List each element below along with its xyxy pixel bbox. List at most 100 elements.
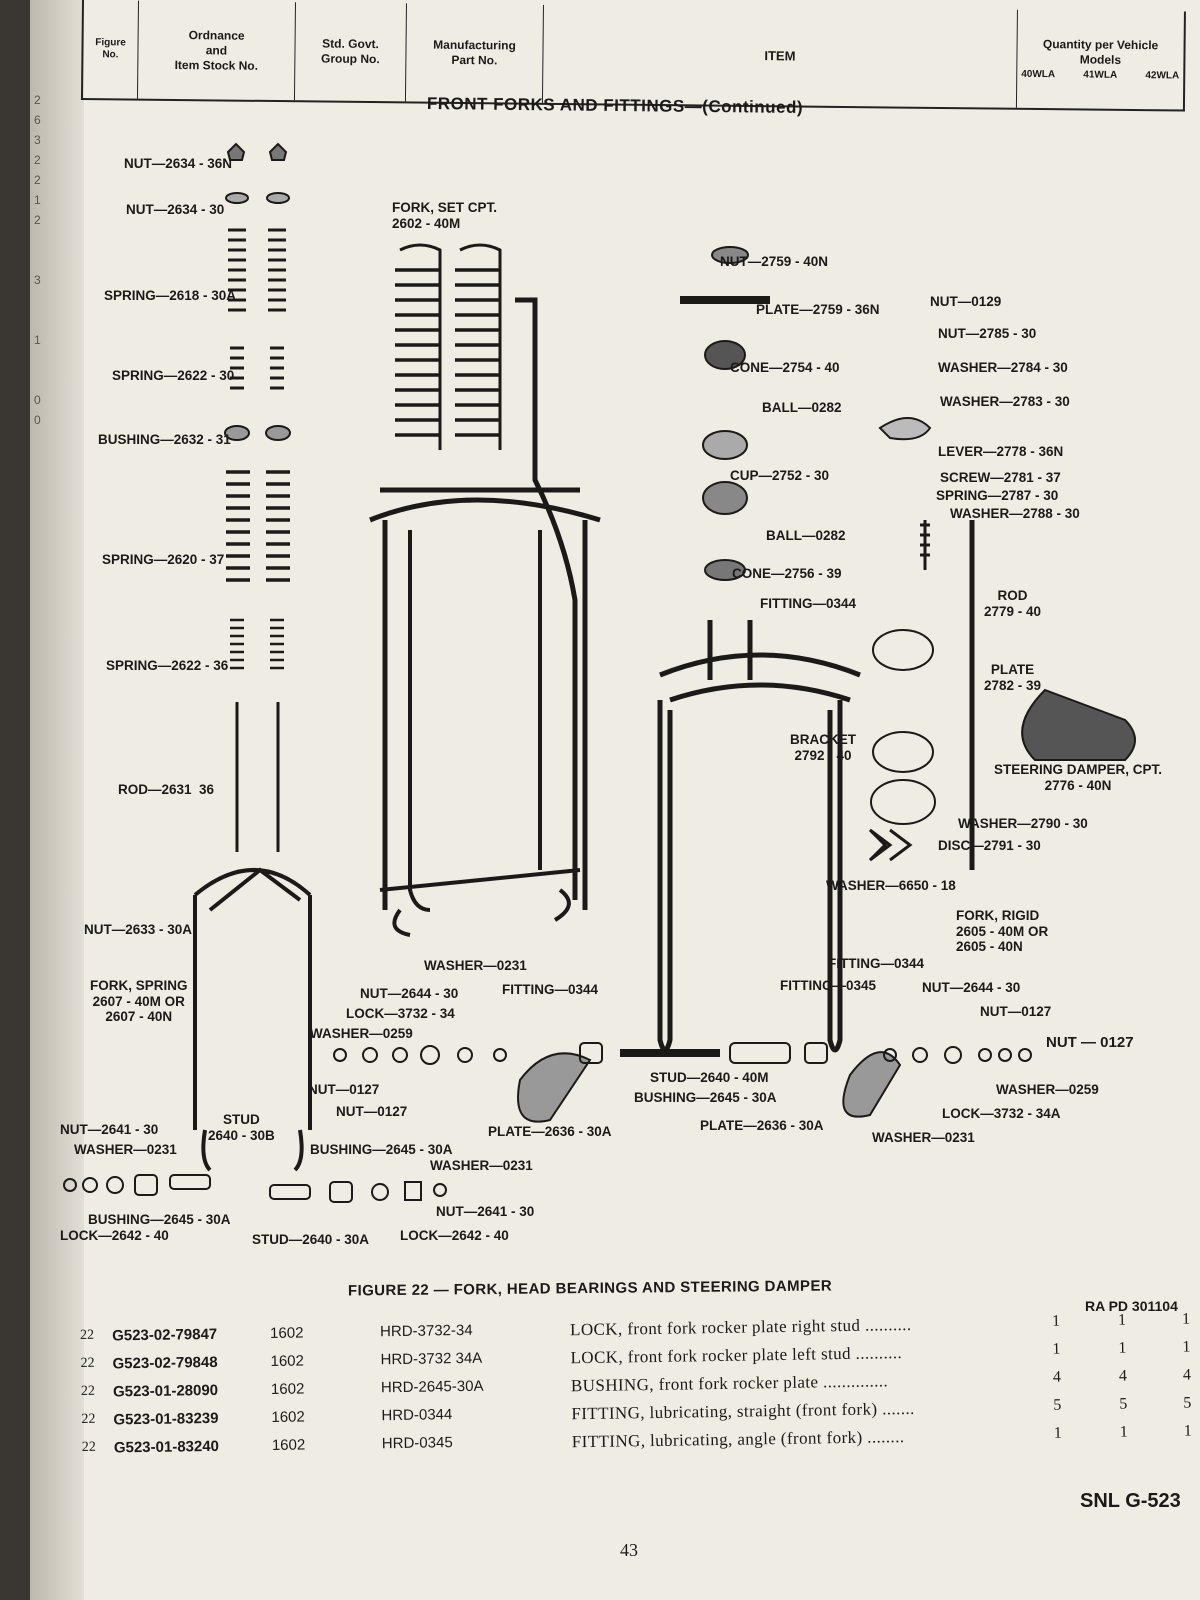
qty-42wla: 4	[1182, 1366, 1192, 1384]
label-fitting-0344-center: FITTING—0344	[502, 982, 599, 997]
label-nut-0127-c: NUT—0127	[980, 1004, 1052, 1019]
figure-caption: FIGURE 22 — FORK, HEAD BEARINGS AND STEE…	[347, 1277, 833, 1300]
steering-damper-art	[868, 417, 1136, 870]
binding-gutter: 2 6 3 2 2 1 2 3 1 0 0	[30, 0, 84, 1600]
label-bracket-2792: BRACKET 2792 - 40	[790, 732, 856, 763]
qty-42wla: 1	[1181, 1310, 1191, 1328]
label-stud-2640-30b: STUD 2640 - 30B	[208, 1112, 275, 1143]
label-spring-2622-30: SPRING—2622 - 30	[112, 368, 235, 383]
qty-40wla: 1	[1051, 1312, 1061, 1330]
snl-code: SNL G-523	[1080, 1490, 1181, 1512]
label-washer-0231-top: WASHER—0231	[424, 958, 527, 973]
header-models: 40WLA 41WLA 42WLA	[1021, 69, 1179, 83]
label-nut-0127-a: NUT—0127	[308, 1082, 380, 1097]
label-nut-2633: NUT—2633 - 30A	[84, 922, 193, 937]
label-washer-0231-mid: WASHER—0231	[430, 1158, 533, 1173]
label-nut-2785: NUT—2785 - 30	[938, 326, 1037, 341]
stock-no: G523-01-83239	[113, 1409, 219, 1429]
label-cup-2752: CUP—2752 - 30	[730, 468, 830, 483]
label-disc-2791: DISC—2791 - 30	[938, 838, 1041, 853]
qty-40wla: 1	[1053, 1424, 1062, 1442]
stock-no: G523-02-79847	[111, 1325, 218, 1345]
header-quantity: Quantity per Vehicle Models 40WLA 41WLA …	[1017, 10, 1184, 110]
label-nut-0127-b: NUT—0127	[336, 1104, 408, 1119]
item-description: FITTING, lubricating, straight (front fo…	[571, 1398, 915, 1424]
label-nut-2644-right: NUT—2644 - 30	[922, 980, 1021, 995]
item-description: BUSHING, front fork rocker plate .......…	[570, 1371, 889, 1396]
qty-41wla: 1	[1117, 1311, 1127, 1329]
label-lock-3732-34: LOCK—3732 - 34	[346, 1006, 455, 1021]
fork-drawing	[63, 142, 1136, 1203]
left-spring-column-art	[193, 142, 312, 1172]
group-no: 1602	[270, 1352, 305, 1371]
label-fitting-0344-top: FITTING—0344	[760, 596, 857, 611]
label-plate-2759: PLATE—2759 - 36N	[756, 302, 880, 317]
qty-40wla: 4	[1052, 1368, 1062, 1386]
figure-no: 22	[81, 1411, 96, 1427]
label-stud-2640-30a: STUD—2640 - 30A	[252, 1232, 370, 1247]
label-lock-3732-34a: LOCK—3732 - 34A	[942, 1106, 1061, 1121]
label-fork-set: FORK, SET CPT. 2602 - 40M	[392, 200, 498, 231]
gutter-marks: 2 6 3 2 2 1 2 3 1 0 0	[34, 93, 41, 427]
item-description: FITTING, lubricating, angle (front fork)…	[571, 1427, 905, 1452]
label-lever-2778: LEVER—2778 - 36N	[938, 444, 1064, 459]
qty-41wla: 1	[1118, 1339, 1127, 1357]
item-description: LOCK, front fork rocker plate right stud…	[569, 1314, 912, 1340]
stock-no: G523-02-79848	[112, 1353, 218, 1373]
ra-pd-code: RA PD 301104	[1085, 1298, 1178, 1314]
parts-list: 22 G523-02-79847 1602 HRD-3732-34 LOCK, …	[80, 1311, 1192, 1468]
label-bushing-2632: BUSHING—2632 - 31	[98, 432, 231, 447]
label-rod-2779: ROD 2779 - 40	[984, 588, 1042, 619]
label-nut-0129: NUT—0129	[930, 294, 1002, 309]
label-ball-0282-b: BALL—0282	[766, 528, 846, 543]
qty-40wla: 5	[1053, 1396, 1062, 1414]
figure-no: 22	[80, 1355, 95, 1371]
label-plate-2782: PLATE 2782 - 39	[984, 662, 1042, 693]
label-nut-2644-left: NUT—2644 - 30	[360, 986, 459, 1001]
label-steering-damper: STEERING DAMPER, CPT. 2776 - 40N	[994, 762, 1163, 793]
label-cone-2754: CONE—2754 - 40	[730, 360, 840, 375]
label-bushing-2645-center: BUSHING—2645 - 30A	[634, 1090, 777, 1105]
mfg-part-no: HRD-2645-30A	[380, 1377, 484, 1397]
header-model-40wla: 40WLA	[1021, 68, 1056, 80]
header-quantity-title: Quantity per Vehicle Models	[1042, 36, 1159, 67]
label-stud-2640-40m: STUD—2640 - 40M	[650, 1070, 769, 1085]
group-no: 1602	[270, 1380, 305, 1399]
figure-no: 22	[80, 1383, 96, 1399]
label-nut-0127-d: NUT — 0127	[1046, 1034, 1134, 1051]
group-no: 1602	[271, 1436, 306, 1454]
stock-no: G523-01-83240	[113, 1437, 220, 1457]
label-fork-spring: FORK, SPRING 2607 - 40M OR 2607 - 40N	[90, 978, 188, 1025]
figure-no: 22	[81, 1439, 96, 1455]
head-bearing-art	[680, 246, 770, 581]
label-lock-2642-left: LOCK—2642 - 40	[60, 1228, 169, 1243]
qty-41wla: 5	[1119, 1395, 1128, 1413]
label-spring-2622-36: SPRING—2622 - 36	[106, 658, 229, 673]
group-no: 1602	[269, 1324, 304, 1343]
label-fitting-0345: FITTING—0345	[780, 978, 877, 993]
label-nut-2641-left: NUT—2641 - 30	[60, 1122, 159, 1137]
label-spring-2620: SPRING—2620 - 37	[102, 552, 225, 567]
label-bushing-2645-left: BUSHING—2645 - 30A	[88, 1212, 231, 1227]
label-nut-2634-36n: NUT—2634 - 36N	[124, 156, 233, 171]
label-fitting-0344-right: FITTING—0344	[828, 956, 925, 971]
catalog-page: 2 6 3 2 2 1 2 3 1 0 0 Figure No. Ordnanc…	[30, 0, 1200, 1600]
figure-no: 22	[80, 1327, 95, 1343]
label-nut-2634-30: NUT—2634 - 30	[126, 202, 225, 217]
qty-42wla: 1	[1183, 1422, 1192, 1440]
qty-40wla: 1	[1052, 1340, 1061, 1358]
label-washer-2784: WASHER—2784 - 30	[938, 360, 1068, 375]
header-figure-no: Figure No.	[82, 0, 139, 99]
label-spring-2787: SPRING—2787 - 30	[936, 488, 1059, 503]
qty-41wla: 4	[1118, 1367, 1128, 1385]
label-washer-0259-right: WASHER—0259	[996, 1082, 1099, 1097]
label-washer-0231-left: WASHER—0231	[74, 1142, 177, 1157]
qty-42wla: 1	[1182, 1338, 1191, 1356]
label-bushing-2645-mid: BUSHING—2645 - 30A	[310, 1142, 453, 1157]
label-spring-2618: SPRING—2618 - 30A	[104, 288, 237, 303]
center-fork-set-art	[369, 243, 601, 937]
label-washer-2783: WASHER—2783 - 30	[940, 394, 1070, 409]
header-model-42wla: 42WLA	[1145, 69, 1180, 82]
label-washer-6650: WASHER—6650 - 18	[826, 878, 956, 893]
lower-hardware-art	[63, 1042, 1032, 1203]
